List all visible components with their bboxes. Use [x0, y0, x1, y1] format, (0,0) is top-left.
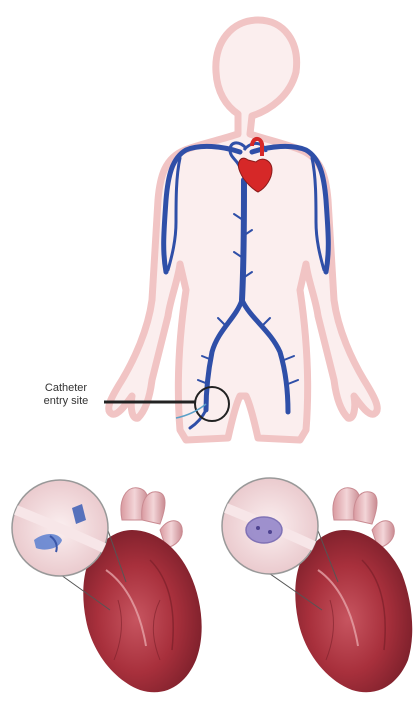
heart-left-group: [12, 480, 202, 692]
callout-label-line1: Catheter: [26, 382, 106, 395]
catheter-entry-label: Catheter entry site: [26, 382, 106, 408]
heart-right-body: [295, 530, 412, 692]
vena-cava: [242, 180, 244, 300]
heart-left-body: [83, 530, 201, 692]
callout-label-line2: entry site: [26, 395, 106, 408]
heart-right-group: [222, 478, 412, 692]
device-purple-disc: [246, 517, 282, 543]
